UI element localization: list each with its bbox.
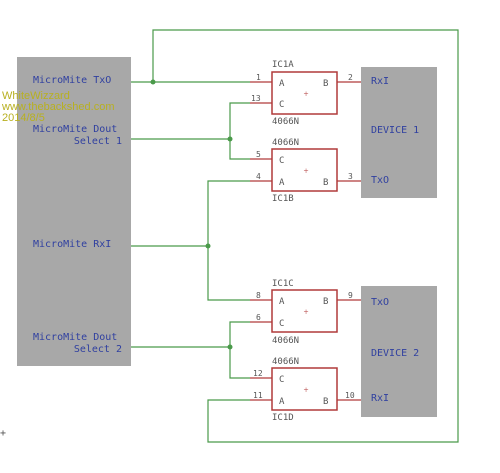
chip-ic1a-pin-c: C <box>279 100 284 110</box>
chip-ic1d-pin-a-num: 11 <box>253 391 263 400</box>
chip-ic1d-pin-c: C <box>279 375 284 385</box>
chip-ic1d-pin-a: A <box>279 397 285 407</box>
chip-ic1a-pin-b-num: 2 <box>348 73 353 82</box>
device-1-pin-txo: TxO <box>371 175 389 186</box>
chip-ic1a-pin-c-num: 13 <box>251 94 261 103</box>
micromite-dout1-label-line2: Select 1 <box>74 136 122 147</box>
wire-outer-loop <box>152 29 459 443</box>
chip-ic1a-part: 4066N <box>272 117 299 127</box>
junction-select2 <box>227 344 233 350</box>
junction-txo <box>150 79 156 85</box>
chip-ic1c-pin-a: A <box>279 297 285 307</box>
chip-ic1c-origin-mark: + <box>303 307 308 317</box>
chip-ic1c-pin-a-num: 8 <box>256 291 261 300</box>
device-1-name: DEVICE 1 <box>371 125 419 136</box>
watermark-date: 2014/8/5 <box>2 112 45 124</box>
device-2-block <box>361 286 437 417</box>
micromite-txo-label: MicroMite TxO <box>33 75 111 86</box>
chip-ic1a-origin-mark: + <box>303 89 308 99</box>
watermark-author: WhiteWizzard <box>2 90 70 102</box>
chip-ic1c-part: 4066N <box>272 336 299 346</box>
chip-ic1c: IC1C 4066N A C B + 8 6 9 <box>256 279 353 346</box>
micromite-dout1-label-line1: MicroMite Dout <box>33 124 117 135</box>
watermark-site: www.thebackshed.com <box>1 101 115 113</box>
chip-ic1b-origin-mark: + <box>303 166 308 176</box>
wire-select1-bus <box>229 102 250 160</box>
chip-ic1b: 4066N IC1B C A B + 5 4 3 <box>256 138 353 204</box>
chip-ic1d-name: IC1D <box>272 413 294 423</box>
device-2-name: DEVICE 2 <box>371 348 419 359</box>
chip-ic1c-pin-b-num: 9 <box>348 291 353 300</box>
chip-ic1a-pin-a: A <box>279 79 285 89</box>
micromite-block <box>17 57 131 366</box>
chip-ic1a-pin-a-num: 1 <box>256 73 261 82</box>
chip-ic1b-pin-c: C <box>279 156 284 166</box>
chip-ic1b-pin-a: A <box>279 178 285 188</box>
chip-ic1a: IC1A 4066N A C B + 1 13 2 <box>251 60 353 127</box>
chip-ic1a-pin-b: B <box>323 79 328 89</box>
crosshair-icon: + <box>0 428 6 439</box>
chip-ic1b-pin-c-num: 5 <box>256 150 261 159</box>
chip-ic1d-origin-mark: + <box>303 385 308 395</box>
device-2-pin-txo: TxO <box>371 297 389 308</box>
device-2-pin-rxi: RxI <box>371 393 389 404</box>
chip-ic1d-pin-b-num: 10 <box>345 391 355 400</box>
micromite-dout2-label-line1: MicroMite Dout <box>33 332 117 343</box>
chip-ic1d-part: 4066N <box>272 357 299 367</box>
chip-ic1c-name: IC1C <box>272 279 294 289</box>
chip-ic1b-part: 4066N <box>272 138 299 148</box>
chip-ic1b-pin-a-num: 4 <box>256 172 261 181</box>
chip-ic1c-pin-c-num: 6 <box>256 313 261 322</box>
chip-ic1b-pin-b-num: 3 <box>348 172 353 181</box>
chip-ic1b-pin-b: B <box>323 178 328 188</box>
chip-ic1c-pin-c: C <box>279 319 284 329</box>
micromite-dout2-label-line2: Select 2 <box>74 344 122 355</box>
chip-ic1d: 4066N IC1D C A B + 12 11 10 <box>253 357 355 423</box>
chip-ic1d-pin-b: B <box>323 397 328 407</box>
junctions <box>150 79 233 350</box>
chip-ic1a-name: IC1A <box>272 60 294 70</box>
chip-ic1c-pin-b: B <box>323 297 328 307</box>
junction-select1 <box>227 136 233 142</box>
junction-rxi <box>205 243 211 249</box>
wire-select2-bus <box>229 321 250 379</box>
wire-rxi-bus <box>207 180 250 301</box>
device-1-block <box>361 67 437 198</box>
chip-ic1d-pin-c-num: 12 <box>253 369 263 378</box>
chip-leads <box>250 81 361 401</box>
device-1-pin-rxi: RxI <box>371 76 389 87</box>
micromite-rxi-label: MicroMite RxI <box>33 239 111 250</box>
chip-ic1b-name: IC1B <box>272 194 294 204</box>
